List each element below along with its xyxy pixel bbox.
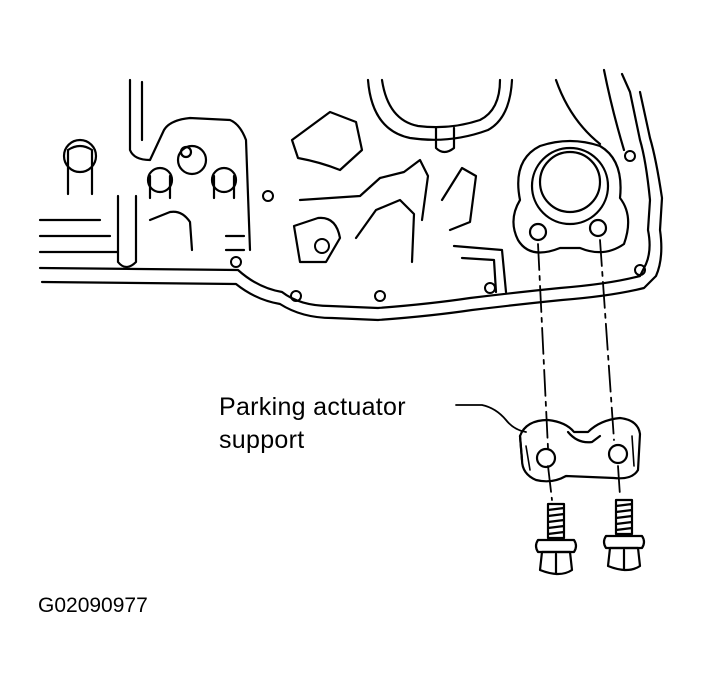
case-bolt-holes [230, 150, 646, 302]
bolt-left [534, 502, 578, 576]
bolt-left-head [538, 550, 574, 576]
case-left-body [38, 218, 120, 254]
case-left-contour [128, 78, 252, 252]
callout-label-line1: Parking actuator [219, 393, 406, 421]
bolt-left-flange [534, 538, 578, 554]
case-left-bores [62, 138, 238, 200]
callout-label-line2: support [219, 426, 305, 454]
alignment-line-bolt-right [617, 465, 621, 497]
case-left-rib [148, 210, 246, 252]
bolt-right-head [606, 546, 642, 572]
case-flange-inner [40, 90, 664, 322]
mount-hole-right [588, 218, 608, 238]
case-top-tab [434, 126, 456, 154]
bolt-right-flange [602, 534, 646, 550]
mount-hole-left [528, 222, 548, 242]
alignment-line-right [599, 239, 615, 441]
transmission-case [38, 68, 664, 322]
alignment-line-left [537, 243, 549, 449]
case-left-boss [116, 194, 138, 269]
figure-code: G02090977 [38, 594, 148, 617]
callout-leader-line [455, 404, 527, 433]
bracket-hole-right [607, 443, 629, 465]
bolt-right [602, 498, 646, 572]
case-actuator-boss [512, 139, 630, 254]
bracket-edge [518, 430, 602, 462]
bracket-top-face [518, 416, 642, 483]
case-center-ribs [290, 110, 508, 294]
bolt-right-thread [614, 498, 634, 536]
bracket-shading [525, 435, 635, 471]
case-top-bore-inner [380, 78, 502, 129]
case-flange-outline [38, 72, 652, 310]
bolt-left-thread [546, 502, 566, 540]
parking-actuator-support [518, 416, 642, 483]
alignment-line-bolt-left [547, 465, 553, 501]
case-top-bore [366, 78, 514, 141]
case-actuator-bore [530, 146, 610, 226]
bracket-hole-left [535, 447, 557, 469]
case-right-contour [554, 68, 626, 152]
case-actuator-bore-inner [538, 150, 602, 214]
alignment-lines [537, 239, 621, 501]
